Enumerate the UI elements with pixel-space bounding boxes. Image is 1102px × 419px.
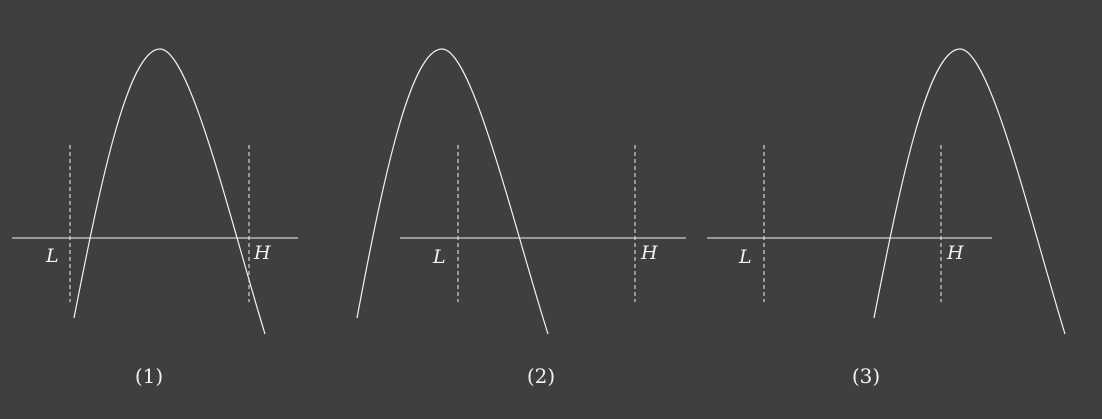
panel-3-curve [873,48,1066,335]
panel-3-low-label: L [738,246,752,268]
panel-1: L H (1) [12,48,298,388]
panel-1-low-label: L [45,245,59,267]
panel-2-low-label: L [432,246,446,268]
panel-2-high-label: H [640,242,658,264]
panel-2-caption: (2) [527,364,555,388]
panel-1-high-label: H [253,242,271,264]
panel-2: L H (2) [356,48,686,388]
panel-1-curve [73,48,266,335]
panel-3-caption: (3) [852,364,880,388]
panel-3: L H (3) [707,48,1066,388]
panel-1-caption: (1) [135,364,163,388]
panel-3-high-label: H [946,242,964,264]
panel-2-curve [356,48,549,335]
